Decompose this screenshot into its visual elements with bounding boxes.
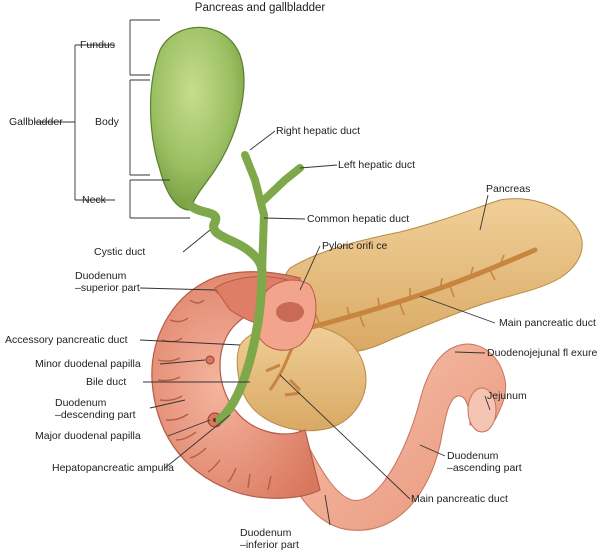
label-duodenum-superior: Duodenum –superior part: [75, 270, 140, 294]
duct-branches: [315, 254, 505, 328]
label-hepatopancreatic-ampulla: Hepatopancreatic ampulla: [52, 462, 174, 474]
label-body: Body: [95, 116, 119, 128]
label-bile-duct: Bile duct: [86, 376, 127, 388]
label-accessory-pancreatic-duct: Accessory pancreatic duct: [5, 334, 128, 346]
cystic-duct: [185, 200, 267, 277]
label-duodenum-descending: Duodenum –descending part: [55, 397, 136, 421]
minor-duodenal-papilla: [205, 355, 215, 365]
label-cystic-duct: Cystic duct: [94, 246, 146, 258]
label-main-pancreatic-duct-lower: Main pancreatic duct: [411, 493, 508, 505]
label-duodenum-ascending: Duodenum –ascending part: [447, 450, 522, 474]
label-pancreas: Pancreas: [486, 183, 531, 195]
label-duodenojejunal-flexure: Duodenojejunal fl exure: [487, 347, 598, 359]
pancreatic-duct-head: [265, 329, 302, 397]
label-common-hepatic-duct: Common hepatic duct: [307, 213, 410, 225]
label-minor-duodenal-papilla: Minor duodenal papilla: [35, 358, 141, 370]
gallbladder: [149, 26, 245, 211]
jejunum: [284, 343, 507, 531]
label-major-duodenal-papilla: Major duodenal papilla: [35, 430, 141, 442]
duodenum: [151, 271, 321, 499]
label-duodenum-inferior: Duodenum –inferior part: [240, 527, 299, 551]
gallbladder-brackets: [35, 19, 190, 219]
label-jejunum: Jejunum: [487, 390, 527, 402]
pyloric-orifice: [276, 302, 304, 322]
label-main-pancreatic-duct-upper: Main pancreatic duct: [499, 317, 596, 329]
leader-lines: [139, 130, 496, 526]
jejunum-opening: [467, 387, 497, 433]
label-gallbladder: Gallbladder: [9, 116, 63, 128]
label-pyloric-orifice: Pyloric orifi ce: [322, 240, 388, 252]
label-neck: Neck: [82, 194, 106, 206]
bile-duct: [215, 267, 267, 425]
left-hepatic-duct: [260, 164, 304, 204]
diagram-title: Pancreas and gallbladder: [194, 2, 326, 14]
label-left-hepatic-duct: Left hepatic duct: [338, 159, 416, 171]
main-pancreatic-duct: [297, 247, 538, 333]
label-right-hepatic-duct: Right hepatic duct: [276, 125, 361, 137]
label-fundus: Fundus: [80, 39, 116, 51]
common-hepatic-duct: [241, 151, 269, 276]
